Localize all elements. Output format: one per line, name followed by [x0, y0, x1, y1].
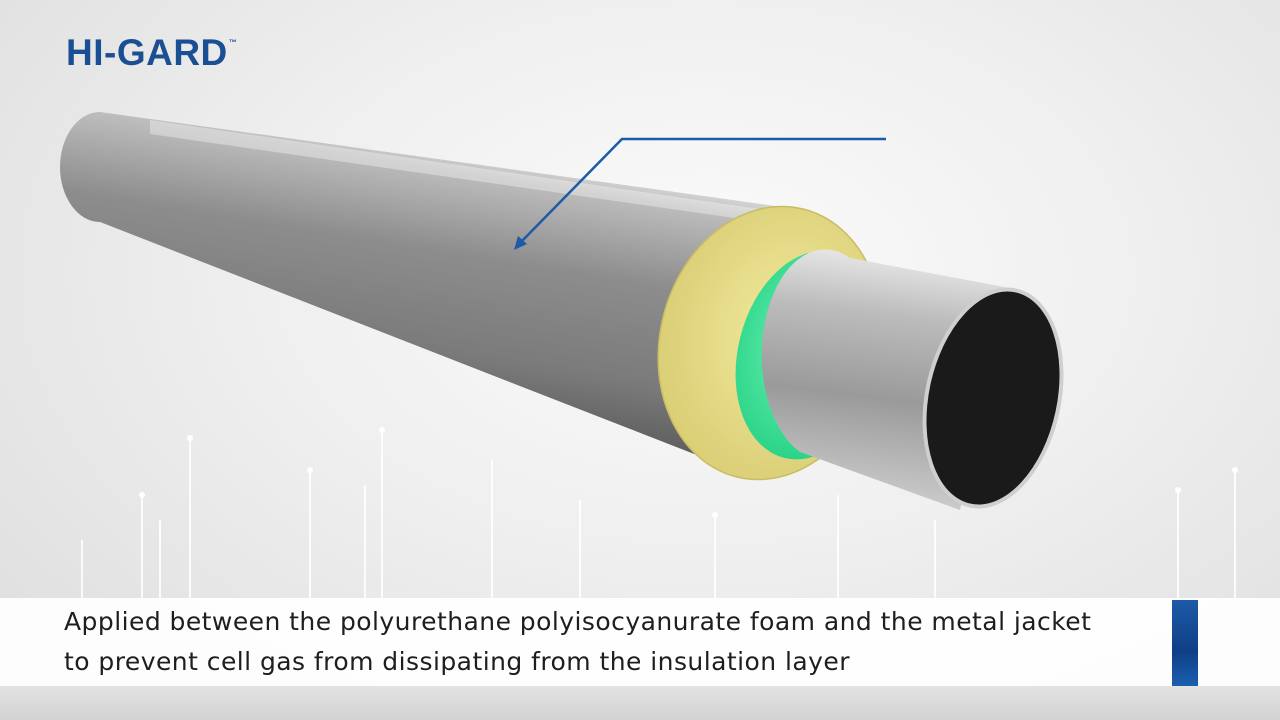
brand-name: HI-GARD [66, 32, 228, 73]
bottom-strip [0, 686, 1280, 720]
jacket-highlight [150, 120, 780, 224]
caption-line-2: to prevent cell gas from dissipating fro… [64, 647, 850, 676]
trademark-mark: ™ [228, 38, 238, 47]
background-light-lines [81, 430, 1236, 600]
caption-line-1: Applied between the polyurethane polyiso… [64, 607, 1092, 636]
pipe-bore [926, 291, 1060, 505]
caption-accent-tab [1172, 600, 1198, 686]
callout-arrow [519, 137, 886, 244]
metal-jacket [60, 112, 790, 468]
callout-arrowhead [514, 236, 527, 250]
caption-band [0, 598, 1280, 686]
background-light-dots [139, 427, 1238, 518]
brand-logo: HI-GARD™ [66, 32, 237, 74]
